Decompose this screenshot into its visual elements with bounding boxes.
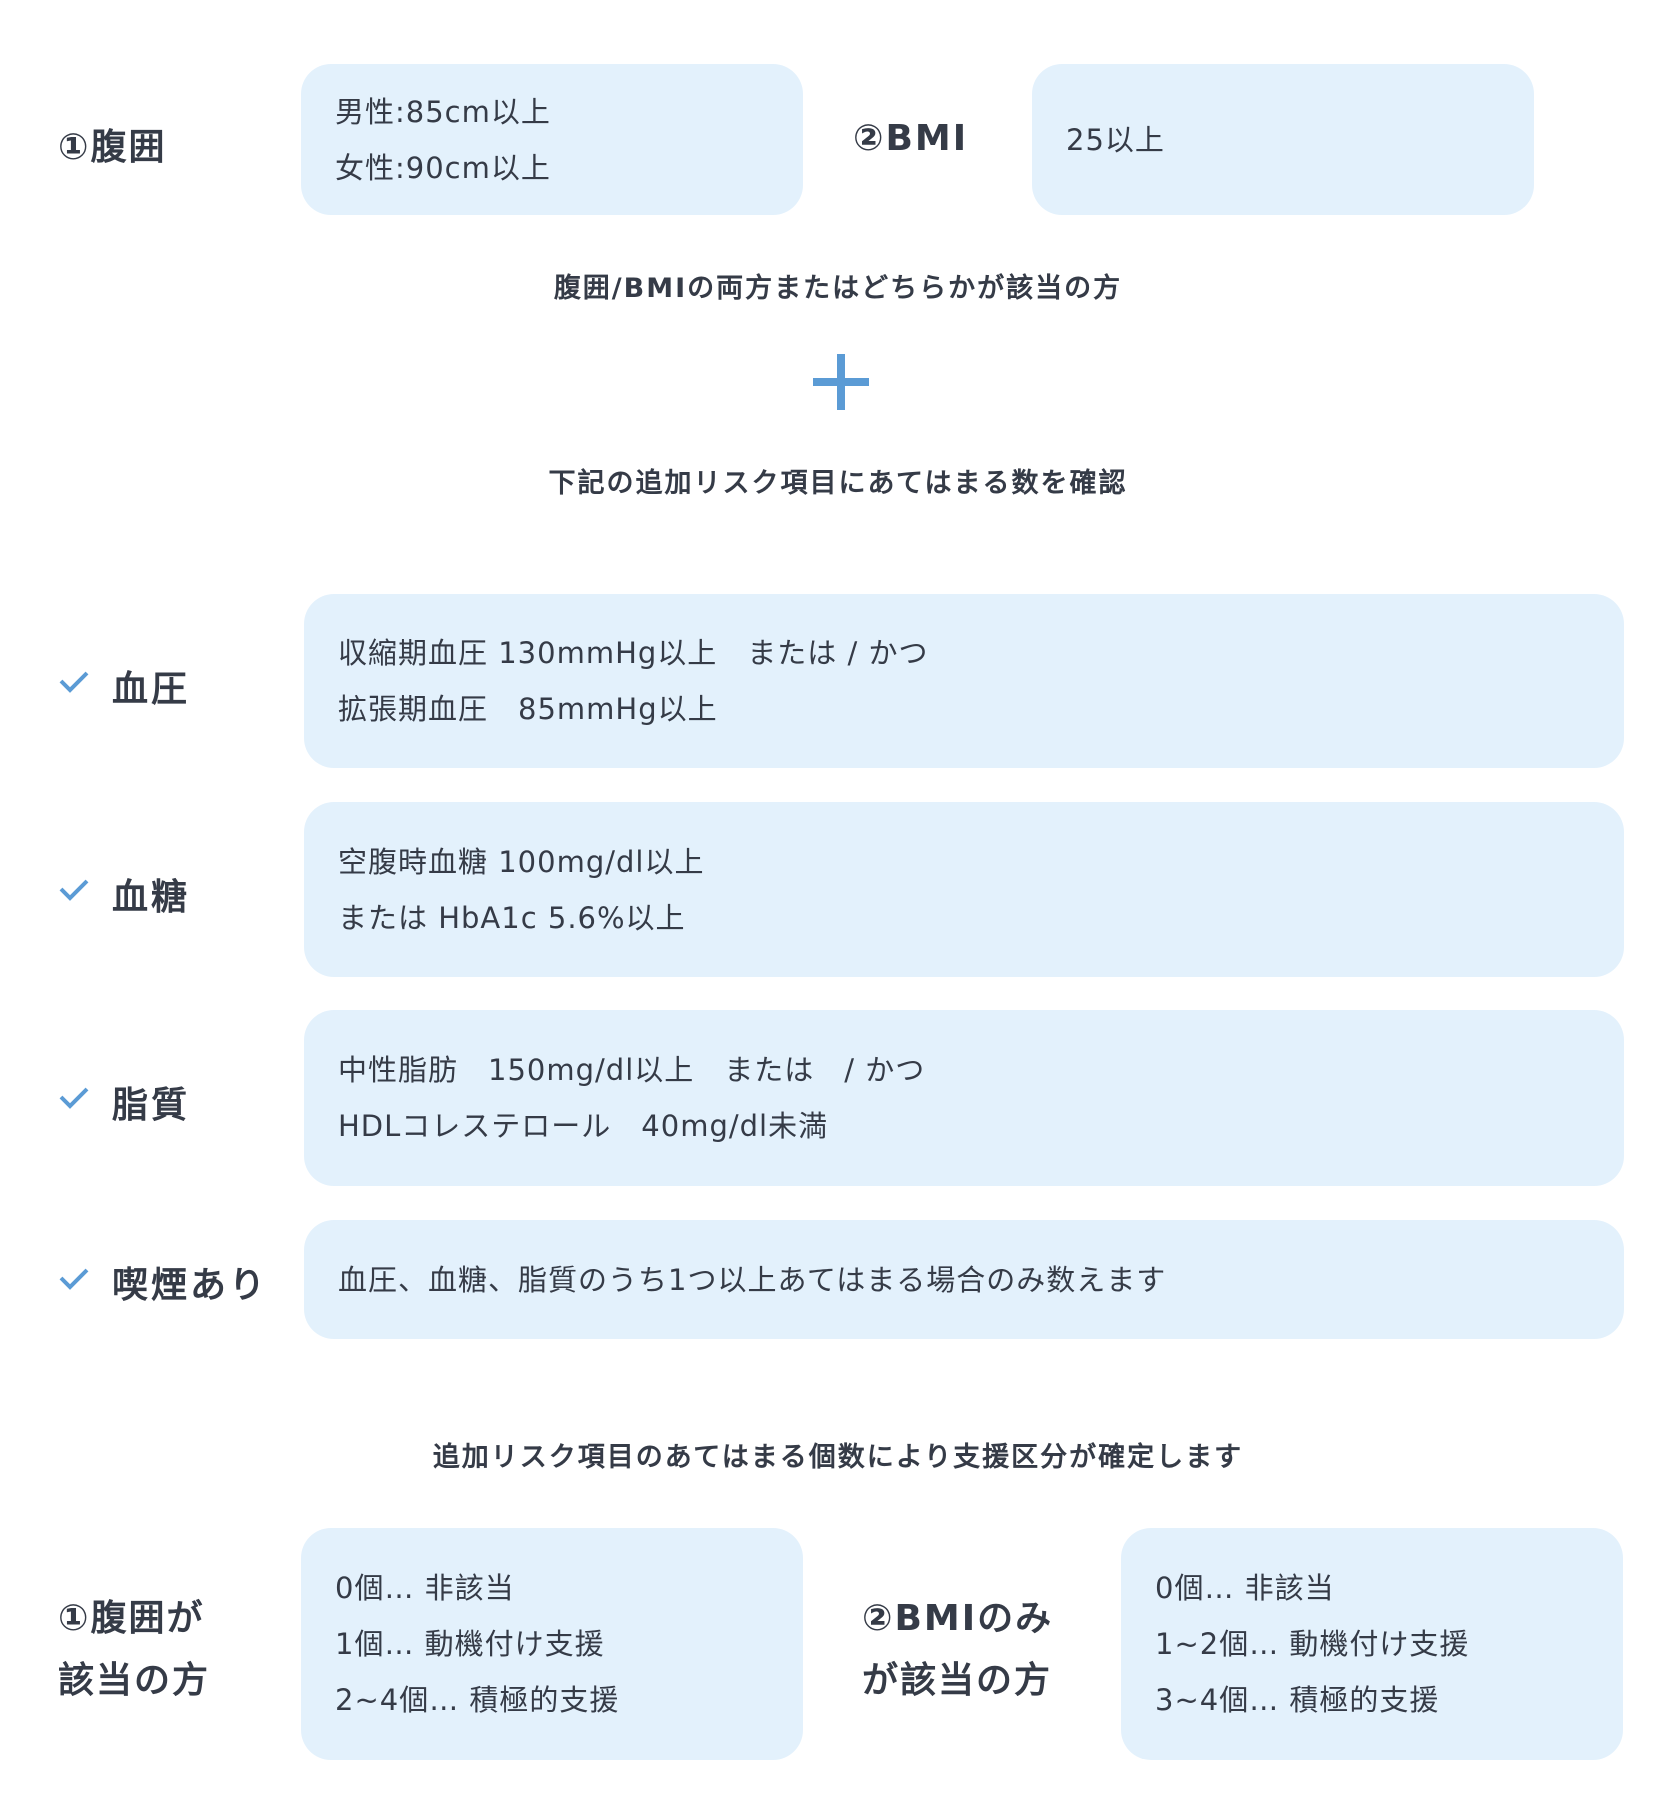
result-line: 0個… 非該当 — [1155, 1571, 1335, 1605]
risk-box-lipids: 中性脂肪 150mg/dl以上 または / かつ HDLコレステロール 40mg… — [304, 1010, 1624, 1186]
waist-criteria-box: 男性:85cm以上 女性:90cm以上 — [301, 64, 803, 215]
bmi-criteria-box: 25以上 — [1032, 64, 1534, 215]
risk-box-blood-sugar: 空腹時血糖 100mg/dl以上 または HbA1c 5.6%以上 — [304, 802, 1624, 977]
waist-female: 女性:90cm以上 — [335, 150, 551, 185]
risk-line: HDLコレステロール 40mg/dl未満 — [338, 1109, 829, 1143]
note-classification: 追加リスク項目のあてはまる個数により支援区分が確定します — [432, 1442, 1244, 1473]
result-line: 2~4個… 積極的支援 — [335, 1683, 620, 1717]
risk-line: 拡張期血圧 85mmHg以上 — [338, 692, 718, 726]
result-label-bmi: ②BMIのみ が該当の方 — [862, 1588, 1053, 1712]
risk-box-smoking: 血圧、血糖、脂質のうち1つ以上あてはまる場合のみ数えます — [304, 1220, 1624, 1339]
result-box-waist: 0個… 非該当 1個… 動機付け支援 2~4個… 積極的支援 — [301, 1528, 803, 1760]
waist-male: 男性:85cm以上 — [335, 94, 551, 129]
check-icon — [59, 879, 89, 901]
label-line: ①腹囲が — [58, 1598, 205, 1639]
label-line: が該当の方 — [862, 1660, 1053, 1701]
result-line: 3~4個… 積極的支援 — [1155, 1683, 1440, 1717]
risk-line: 収縮期血圧 130mmHg以上 または / かつ — [338, 636, 929, 670]
risk-line: 中性脂肪 150mg/dl以上 または / かつ — [338, 1053, 926, 1087]
risk-label-lipids: 脂質 — [112, 1085, 191, 1126]
note-waist-bmi: 腹囲/BMIの両方またはどちらかが該当の方 — [553, 273, 1123, 304]
risk-line: 空腹時血糖 100mg/dl以上 — [338, 844, 705, 879]
risk-label-blood-pressure: 血圧 — [112, 669, 191, 710]
risk-line: 血圧、血糖、脂質のうち1つ以上あてはまる場合のみ数えます — [338, 1262, 1167, 1297]
risk-line: または HbA1c 5.6%以上 — [338, 900, 686, 935]
waist-label: ①腹囲 — [58, 127, 167, 168]
label-line: ②BMIのみ — [862, 1598, 1054, 1639]
check-icon — [59, 1087, 89, 1109]
result-line: 1個… 動機付け支援 — [335, 1627, 605, 1661]
bmi-label: ②BMI — [853, 118, 969, 159]
check-icon — [59, 1268, 89, 1290]
risk-box-blood-pressure: 収縮期血圧 130mmHg以上 または / かつ 拡張期血圧 85mmHg以上 — [304, 594, 1624, 768]
result-line: 1~2個… 動機付け支援 — [1155, 1627, 1470, 1661]
result-line: 0個… 非該当 — [335, 1571, 515, 1605]
risk-label-smoking: 喫煙あり — [112, 1265, 269, 1306]
bmi-value: 25以上 — [1066, 122, 1165, 157]
note-check-risks: 下記の追加リスク項目にあてはまる数を確認 — [548, 468, 1128, 499]
plus-icon — [813, 354, 869, 410]
result-label-waist: ①腹囲が 該当の方 — [58, 1588, 210, 1712]
label-line: 該当の方 — [58, 1660, 211, 1701]
check-icon — [59, 671, 89, 693]
result-box-bmi: 0個… 非該当 1~2個… 動機付け支援 3~4個… 積極的支援 — [1121, 1528, 1623, 1760]
risk-label-blood-sugar: 血糖 — [112, 877, 191, 918]
